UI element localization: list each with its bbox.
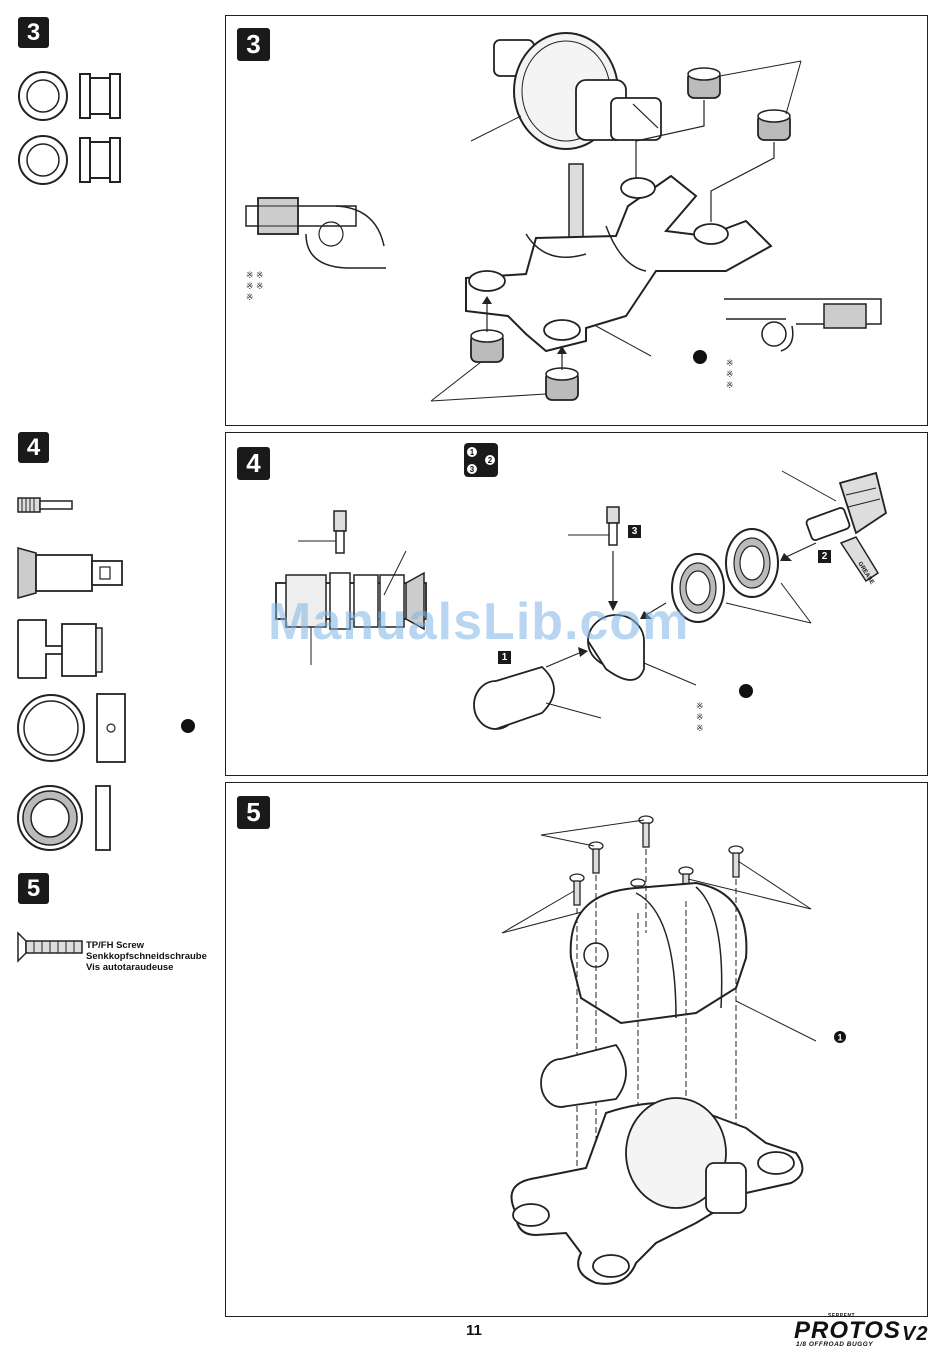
step-5-panel: 5 xyxy=(225,782,928,1317)
gear-housing-drawing xyxy=(466,176,771,351)
screw-label-block: TP/FH Screw Senkkopfschneidschraube Vis … xyxy=(86,940,207,973)
step-5-callout-marker: 1 xyxy=(837,1033,842,1043)
step-5-housing-assembly: 1 xyxy=(226,783,929,1318)
step-4-note-asterisks: ※※※ xyxy=(696,701,704,734)
screw-label-en: TP/FH Screw xyxy=(86,940,207,951)
screw-label-fr: Vis autotaraudeuse xyxy=(86,962,207,973)
sequence-marker-2: 2 xyxy=(818,550,831,563)
tp-fh-screw-part-illustration xyxy=(16,931,86,963)
watermark-text: ManualsLib.com xyxy=(268,592,689,652)
sequence-marker-3: 3 xyxy=(628,525,641,538)
parts-step-4-badge: 4 xyxy=(18,432,49,463)
upper-gear-cover-drawing xyxy=(571,883,816,1041)
lower-housing-with-diff-drawing xyxy=(512,1098,803,1284)
grease-tube-drawing: GREASE xyxy=(841,537,878,586)
step-4-pinion-drawing xyxy=(782,471,886,541)
step-3-note-asterisks-right: ※※※ xyxy=(726,358,734,391)
ball-bearing-part-illustration xyxy=(16,784,126,852)
footer-logo-version: V2 xyxy=(902,1323,928,1346)
screw-label-de: Senkkopfschneidschraube xyxy=(86,951,207,962)
differential-unit-drawing xyxy=(494,33,661,149)
pinion-gear-part-illustration xyxy=(16,543,126,603)
parts-step-3-badge: 3 xyxy=(18,17,49,48)
step-4-bearings-drawing xyxy=(672,529,811,623)
step-5-outdrive-drawing xyxy=(541,1045,626,1107)
step-4-outdrive-drawing xyxy=(474,667,601,729)
footer-logo-subtitle: 1/8 OFFROAD BUGGY xyxy=(796,1341,873,1348)
page-number: 11 xyxy=(466,1322,482,1339)
parts-step-5-badge: 5 xyxy=(18,873,49,904)
bushing-part-illustration-1 xyxy=(16,68,126,193)
outdrive-cup-part-illustration xyxy=(16,618,106,682)
step-3-panel: 3 ※ ※※ ※※ xyxy=(225,15,928,426)
footer-logo: SERPENT PROTOS V2 1/8 OFFROAD BUGGY xyxy=(788,1313,933,1347)
set-screw-part-illustration xyxy=(16,496,76,516)
step-3-right-detail-inset xyxy=(724,299,881,351)
sequence-marker-1: 1 xyxy=(498,651,511,664)
bearing-collar-part-illustration xyxy=(16,692,206,764)
step-3-diff-housing-assembly xyxy=(226,16,929,427)
